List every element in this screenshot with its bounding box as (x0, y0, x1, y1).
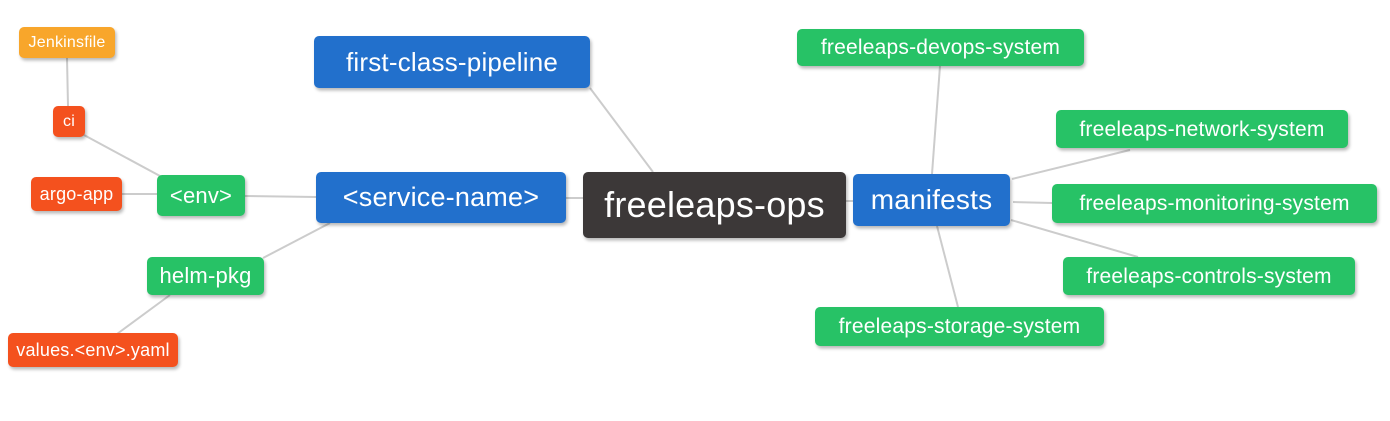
edge-manifests-to-freeleaps-monitoring-system (1012, 201, 1053, 204)
node-argo-app[interactable]: argo-app (31, 177, 122, 211)
edge-manifests-to-freeleaps-controls-system (1010, 219, 1139, 258)
node-first-class-pipeline[interactable]: first-class-pipeline (314, 36, 590, 88)
edge-manifests-to-freeleaps-storage-system (936, 225, 959, 308)
node-helm-pkg[interactable]: helm-pkg (147, 257, 264, 295)
node-freeleaps-devops-system[interactable]: freeleaps-devops-system (797, 29, 1084, 66)
edge-service-name-to-helm-pkg (262, 222, 331, 259)
edge-manifests-to-freeleaps-network-system (1011, 149, 1131, 180)
edge-freeleaps-devops-system-to-manifests (931, 65, 941, 175)
edge-helm-pkg-to-values-env-yaml (116, 294, 171, 335)
node-env[interactable]: <env> (157, 175, 245, 216)
node-freeleaps-controls-system[interactable]: freeleaps-controls-system (1063, 257, 1355, 295)
edge-ci-to-env (83, 134, 161, 177)
node-freeleaps-storage-system[interactable]: freeleaps-storage-system (815, 307, 1104, 346)
node-jenkinsfile[interactable]: Jenkinsfile (19, 27, 115, 58)
node-values-env-yaml[interactable]: values.<env>.yaml (8, 333, 178, 367)
node-freeleaps-network-system[interactable]: freeleaps-network-system (1056, 110, 1348, 148)
edge-env-to-service-name (244, 195, 317, 198)
node-freeleaps-monitoring-system[interactable]: freeleaps-monitoring-system (1052, 184, 1377, 223)
node-service-name[interactable]: <service-name> (316, 172, 566, 223)
node-ci[interactable]: ci (53, 106, 85, 137)
node-freeleaps-ops[interactable]: freeleaps-ops (583, 172, 846, 238)
edge-first-class-pipeline-to-freeleaps-ops (589, 87, 654, 173)
node-manifests[interactable]: manifests (853, 174, 1010, 226)
edge-jenkinsfile-to-ci (66, 57, 69, 107)
